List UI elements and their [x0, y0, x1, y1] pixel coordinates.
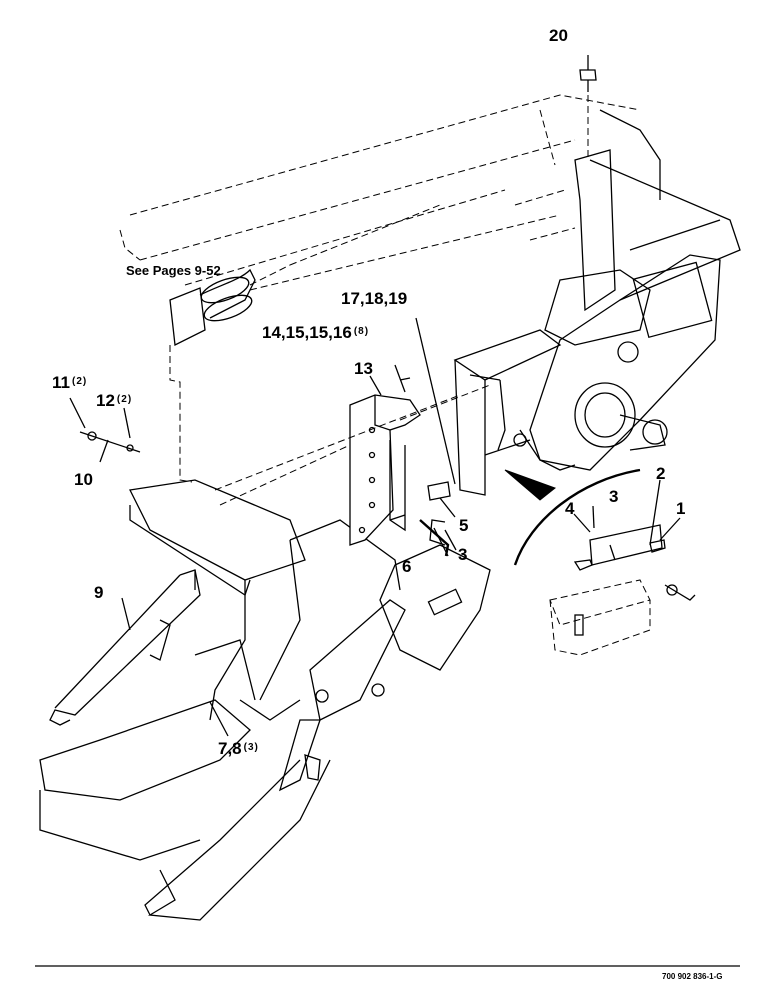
see-pages-note: See Pages 9-52 [126, 263, 221, 278]
lower-frame [39, 479, 401, 921]
callout-2: 2 [656, 464, 666, 483]
callout-1: 1 [676, 499, 686, 518]
callout-6: 6 [402, 557, 412, 576]
callout-4: 4 [565, 499, 575, 518]
part-6-rod [419, 519, 450, 557]
hardware [79, 69, 597, 546]
leader-lines [69, 55, 681, 737]
detail-view [549, 524, 696, 656]
document-number: 700 902 836-1-G [662, 972, 723, 981]
callout-10: 10 [74, 470, 93, 489]
part-9-shield [49, 569, 201, 726]
part-13-bracket [349, 394, 421, 546]
callout-3: 3 [458, 545, 468, 564]
callout-5: 5 [459, 516, 469, 535]
drive-shield [278, 544, 491, 792]
callout-7-8: 7,8(3) [218, 739, 259, 758]
callout-12: 12(2) [96, 391, 133, 410]
callout-13: 13 [354, 359, 373, 378]
callout-9: 9 [94, 583, 104, 602]
callout-14-15-15-16: 14,15,15,16(8) [262, 323, 370, 342]
gearbox-housing [514, 109, 741, 471]
drive-arm [453, 329, 562, 496]
callout-20: 20 [549, 26, 568, 45]
callout-3-detail: 3 [609, 487, 619, 506]
callout-17-18-19: 17,18,19 [341, 289, 408, 308]
callout-11: 11(2) [52, 373, 88, 392]
upper-frame-tube [119, 94, 641, 291]
reel-drive-assembly [169, 204, 441, 483]
detail-arc [504, 468, 641, 566]
